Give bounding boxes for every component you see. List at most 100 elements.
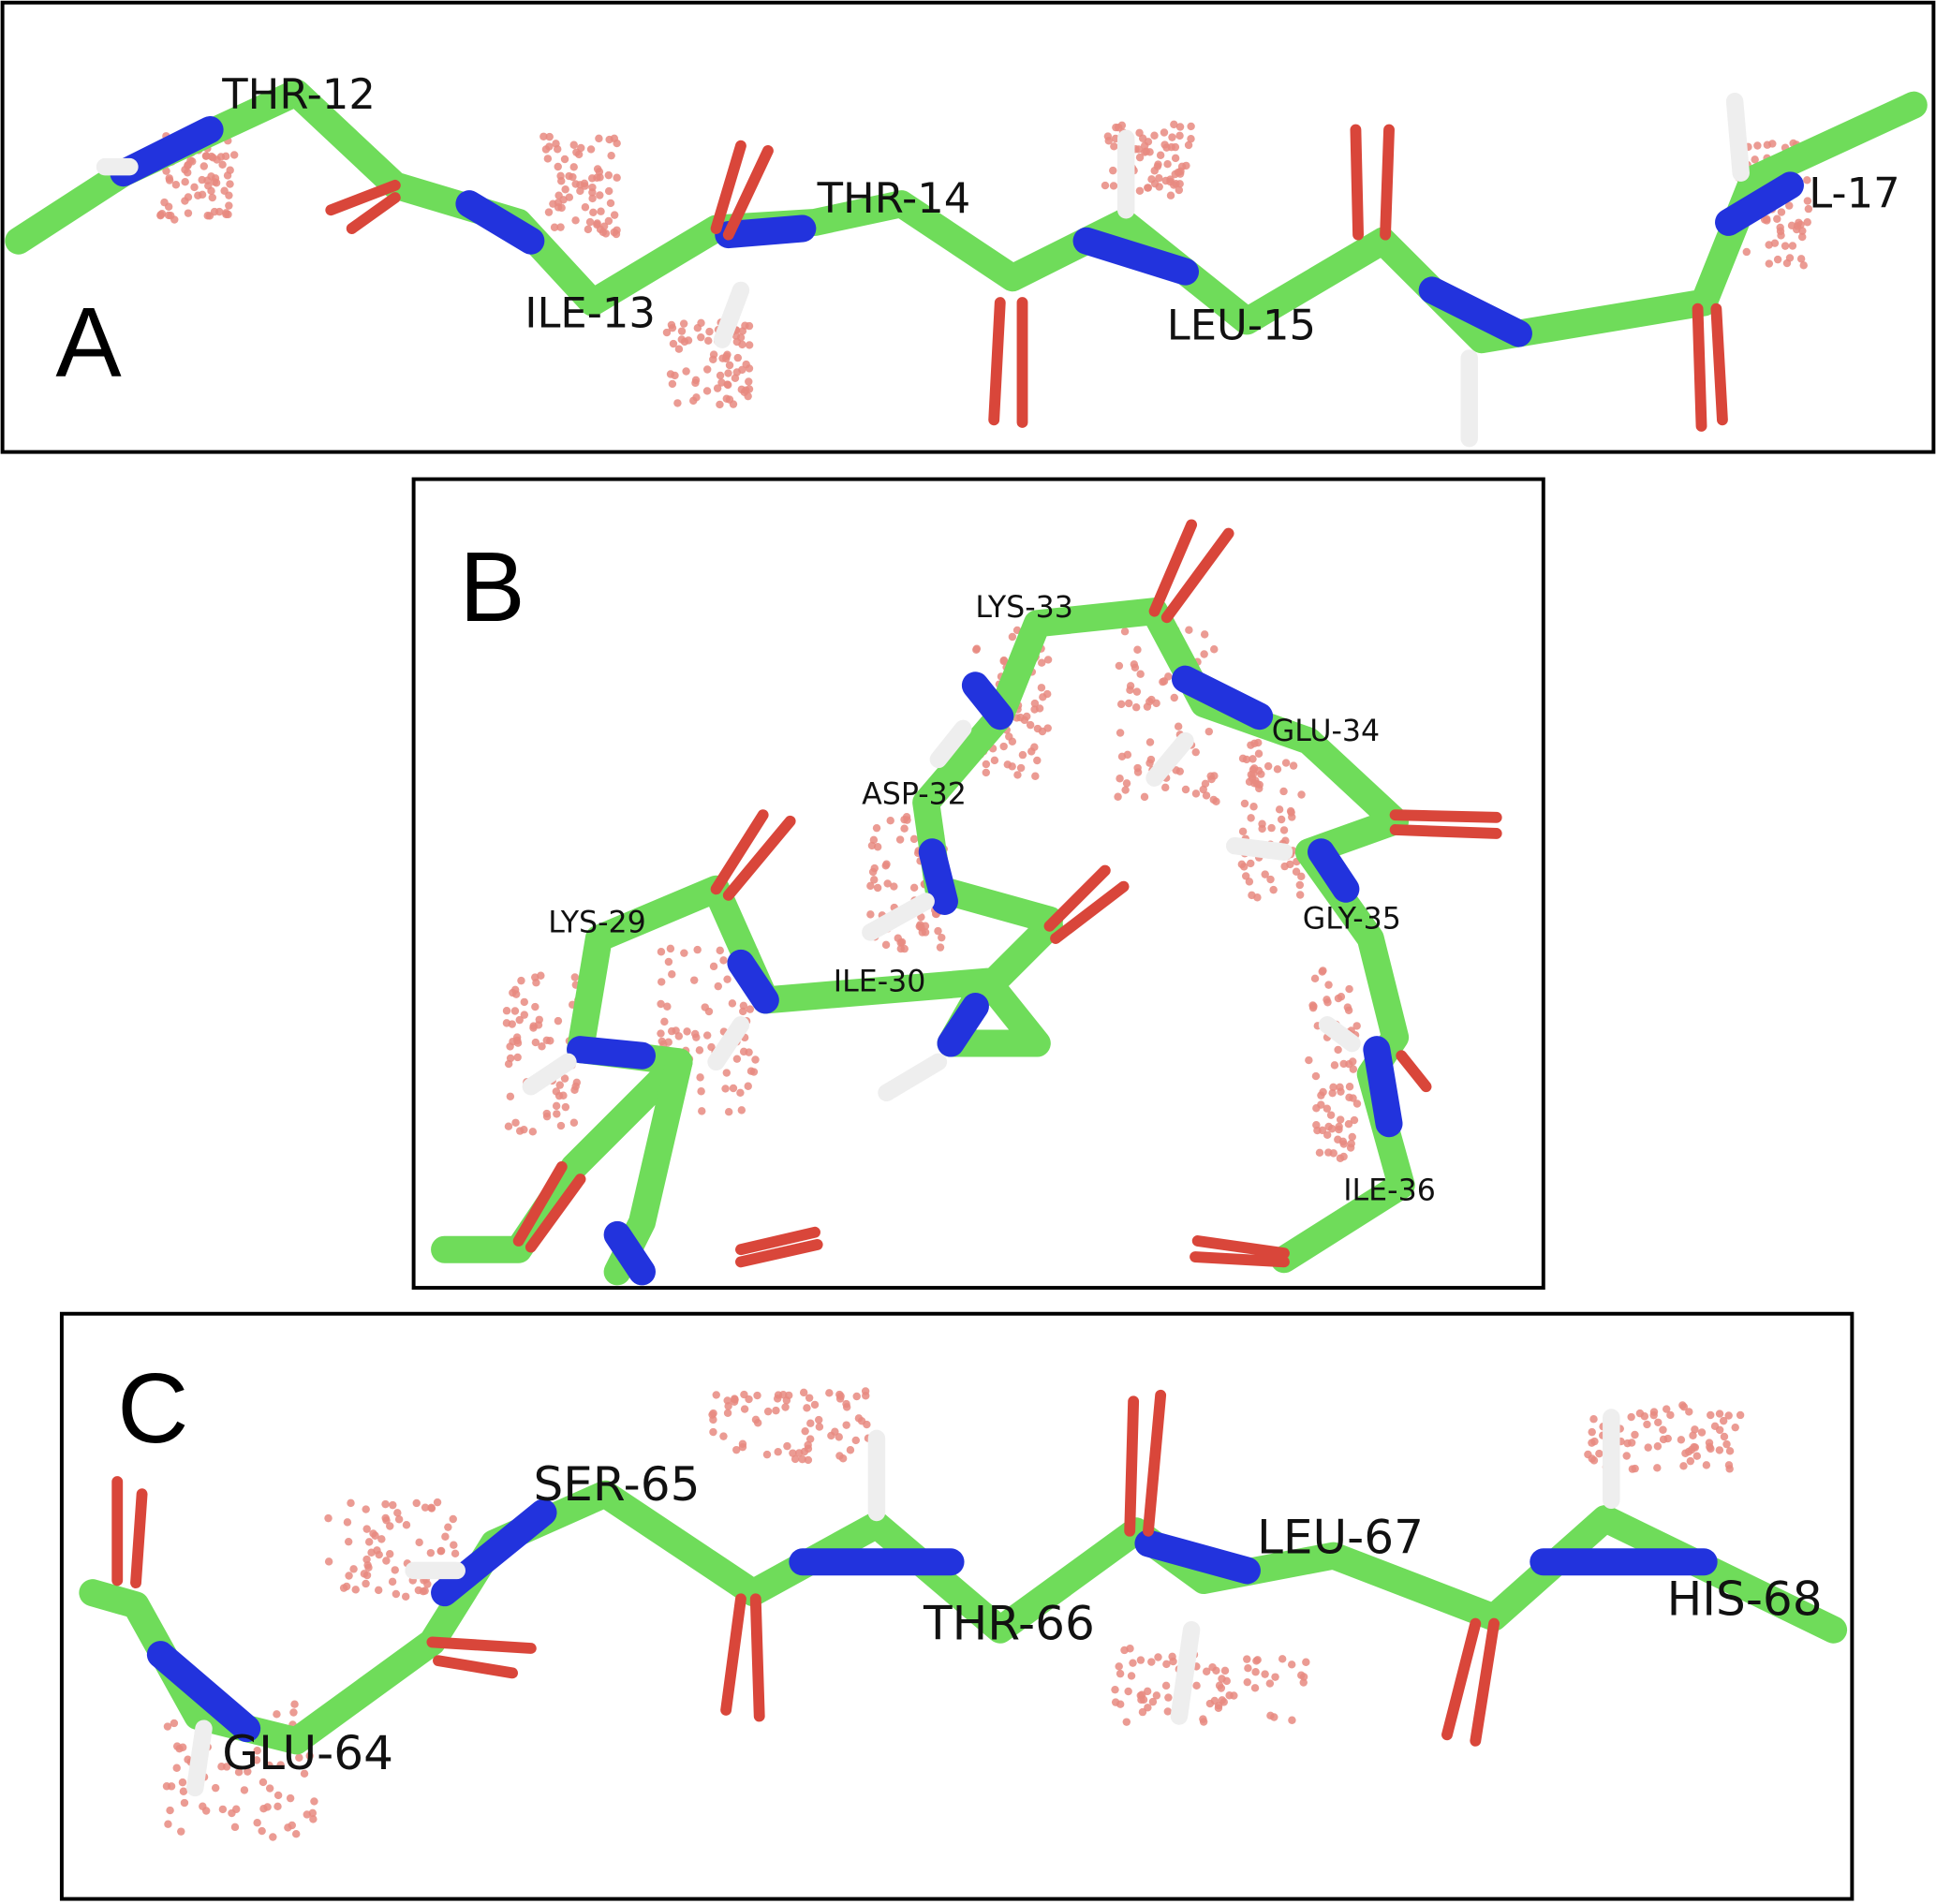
contact-dot	[181, 177, 189, 186]
contact-dot	[1177, 162, 1187, 171]
contact-dot	[1214, 1704, 1223, 1712]
contact-dot	[1334, 1135, 1342, 1144]
contact-dot	[805, 1435, 815, 1443]
contact-dot	[1287, 1660, 1296, 1669]
contact-dot	[1138, 1707, 1147, 1717]
contact-dot	[1122, 779, 1131, 788]
contact-dot	[1249, 755, 1257, 763]
backbone-a	[5, 79, 1928, 354]
contact-dot	[374, 1586, 383, 1595]
contact-dot	[504, 1059, 513, 1069]
panel-a-frame	[0, 0, 1936, 454]
contact-dot	[798, 1454, 806, 1464]
contact-dot	[740, 1405, 749, 1413]
contact-dot	[1135, 186, 1145, 196]
contact-dot	[1255, 784, 1264, 793]
contact-dot	[673, 399, 682, 407]
contact-dot	[1278, 1655, 1287, 1663]
contact-dot	[1269, 885, 1278, 894]
contact-dot	[1144, 184, 1152, 192]
residue-label: GLY-35	[1303, 902, 1401, 936]
contact-dot	[1030, 743, 1039, 751]
contact-dot	[362, 1505, 370, 1513]
contact-dot	[1018, 750, 1027, 760]
contact-dot	[596, 191, 604, 199]
contact-dot	[1679, 1402, 1689, 1411]
contact-dot	[184, 193, 193, 201]
contact-dot	[560, 155, 569, 164]
contact-dot	[1155, 183, 1163, 191]
contact-dot	[1161, 1681, 1171, 1690]
contact-dot	[1016, 763, 1026, 773]
contact-dot	[1247, 814, 1255, 822]
residue-label: LEU-67	[1257, 1510, 1424, 1564]
contact-dot	[545, 142, 554, 151]
contact-dot	[218, 160, 227, 170]
contact-dot	[433, 1498, 442, 1507]
contact-dot	[1286, 806, 1295, 816]
contact-dot	[886, 816, 894, 825]
contact-dot	[751, 1055, 760, 1064]
contact-dot	[1799, 261, 1808, 270]
contact-dot	[662, 328, 672, 337]
contact-dot	[1751, 155, 1759, 164]
contact-dot	[344, 1537, 353, 1546]
contact-dot	[1631, 1464, 1639, 1473]
contact-dot	[1344, 1119, 1353, 1129]
contact-dot	[1275, 805, 1284, 814]
contact-dot	[588, 194, 597, 203]
contact-dot	[713, 384, 722, 392]
contact-dot	[804, 1455, 813, 1465]
contact-dot	[724, 369, 732, 377]
contact-dot	[1210, 772, 1219, 780]
contact-dot	[604, 170, 613, 180]
contact-dot	[310, 1797, 318, 1806]
contact-dot	[1136, 670, 1145, 678]
contact-dot	[360, 1570, 369, 1578]
contact-dot	[552, 140, 560, 148]
contact-dot	[367, 1548, 376, 1557]
contact-dot	[1724, 1461, 1734, 1469]
contact-dot	[714, 982, 722, 991]
contact-dot	[781, 1403, 790, 1411]
contact-dot	[1330, 1061, 1339, 1070]
contact-dot	[1323, 1130, 1332, 1140]
contact-dot	[531, 1002, 539, 1011]
contact-dot	[170, 1719, 179, 1728]
contact-dot	[1123, 750, 1132, 760]
contact-dot	[763, 1407, 773, 1416]
residue-label: LEU-15	[1167, 301, 1316, 350]
contact-dot	[1170, 120, 1178, 129]
contact-dot	[1145, 759, 1154, 767]
contact-dot	[731, 374, 740, 382]
contact-dot	[1104, 137, 1113, 145]
contact-dot	[1101, 181, 1110, 190]
contact-dot	[265, 1784, 274, 1793]
contact-dot	[1335, 1125, 1343, 1134]
contact-dot	[1796, 220, 1805, 229]
contact-dot	[805, 1394, 814, 1402]
contact-dot	[1168, 133, 1176, 141]
contact-dot	[1114, 792, 1122, 801]
contact-dot	[253, 1818, 261, 1827]
contact-dot	[982, 760, 991, 769]
contact-dot	[1008, 762, 1016, 771]
contact-dot	[1238, 754, 1248, 763]
contact-dot	[1174, 722, 1183, 731]
residue-label: LYS-33	[975, 591, 1072, 625]
contact-dot	[709, 1427, 717, 1437]
contact-dot	[1345, 1083, 1354, 1091]
contact-dot	[351, 1586, 360, 1594]
contact-dot	[561, 1102, 570, 1112]
contact-dot	[890, 882, 898, 891]
contact-dot	[1172, 766, 1180, 775]
contact-dot	[510, 1007, 520, 1015]
contact-dot	[1679, 1462, 1688, 1470]
contact-dots	[539, 132, 621, 239]
contact-dot	[1026, 720, 1035, 730]
contact-dot	[1267, 823, 1276, 833]
contact-dot	[324, 1557, 333, 1566]
contact-dot	[669, 339, 678, 348]
contact-dot	[1271, 1673, 1279, 1681]
